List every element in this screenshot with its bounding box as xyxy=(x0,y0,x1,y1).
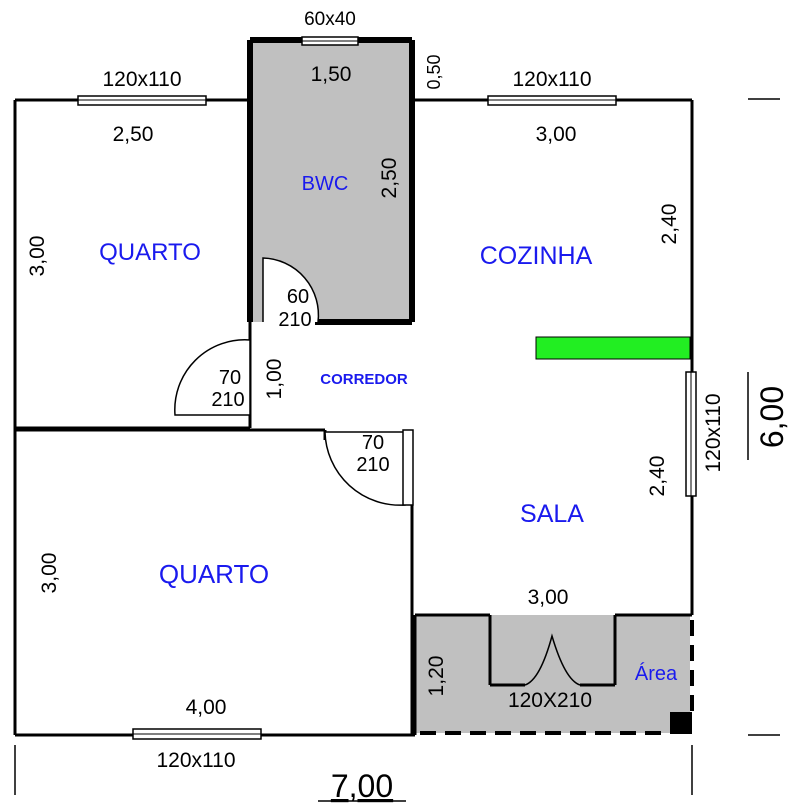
cozinha-window-label: 120x110 xyxy=(512,68,591,91)
window-glass-lines xyxy=(78,40,692,735)
quarto-top-door-width: 70 xyxy=(219,367,241,389)
quarto-bottom-height-dim: 3,00 xyxy=(38,553,61,594)
total-depth-dim: 6,00 xyxy=(754,386,790,448)
kitchen-counter-highlight xyxy=(535,336,691,360)
bwc-height-dim: 2,50 xyxy=(378,158,401,199)
corredor-label: CORREDOR xyxy=(320,371,408,388)
quarto-top-window-label: 120x110 xyxy=(102,68,181,91)
bwc-width-dim: 1,50 xyxy=(311,63,352,86)
area-floor xyxy=(415,615,690,733)
dimension-guides xyxy=(14,98,780,795)
quarto-bottom-door-swing xyxy=(324,431,406,506)
quarto-bottom-door-height: 210 xyxy=(356,454,389,476)
quarto-bottom-width-dim: 4,00 xyxy=(186,696,227,719)
quarto-top-label: QUARTO xyxy=(99,239,201,266)
sala-width-dim: 3,00 xyxy=(528,586,569,609)
cozinha-label: COZINHA xyxy=(480,242,593,270)
sala-height-dim: 2,40 xyxy=(646,456,669,497)
area-depth-dim: 1,20 xyxy=(425,656,448,697)
area-post xyxy=(670,712,692,734)
area-label: Área xyxy=(635,662,678,685)
quarto-top-width-dim: 2,50 xyxy=(113,123,154,146)
bwc-door-width: 60 xyxy=(287,286,309,308)
bwc-offset-dim: 0,50 xyxy=(424,54,444,89)
sala-window-label: 120x110 xyxy=(702,393,725,472)
quarto-top-door-swing xyxy=(174,339,251,416)
total-width-dim: 7,00 xyxy=(331,768,393,804)
bwc-label: BWC xyxy=(302,173,349,195)
cozinha-height-dim: 2,40 xyxy=(658,204,681,245)
bwc-window-label: 60x40 xyxy=(304,9,356,30)
quarto-bottom-door-leaf xyxy=(402,429,414,506)
corredor-width-dim: 1,00 xyxy=(263,359,286,400)
quarto-top-door-height: 210 xyxy=(211,389,244,411)
quarto-bottom-label: QUARTO xyxy=(159,559,269,589)
quarto-top-height-dim: 3,00 xyxy=(26,236,49,277)
entrance-door-swing xyxy=(524,633,581,686)
bwc-door-swing xyxy=(262,257,320,323)
entrance-door-label: 120X210 xyxy=(508,689,592,712)
doors xyxy=(174,257,581,686)
area-edge xyxy=(420,620,694,735)
quarto-bottom-door-width: 70 xyxy=(362,432,384,454)
quarto-bottom-window-label: 120x110 xyxy=(156,749,235,772)
bwc-door-height: 210 xyxy=(278,309,311,331)
sala-label: SALA xyxy=(520,500,584,528)
cozinha-width-dim: 3,00 xyxy=(536,123,577,146)
